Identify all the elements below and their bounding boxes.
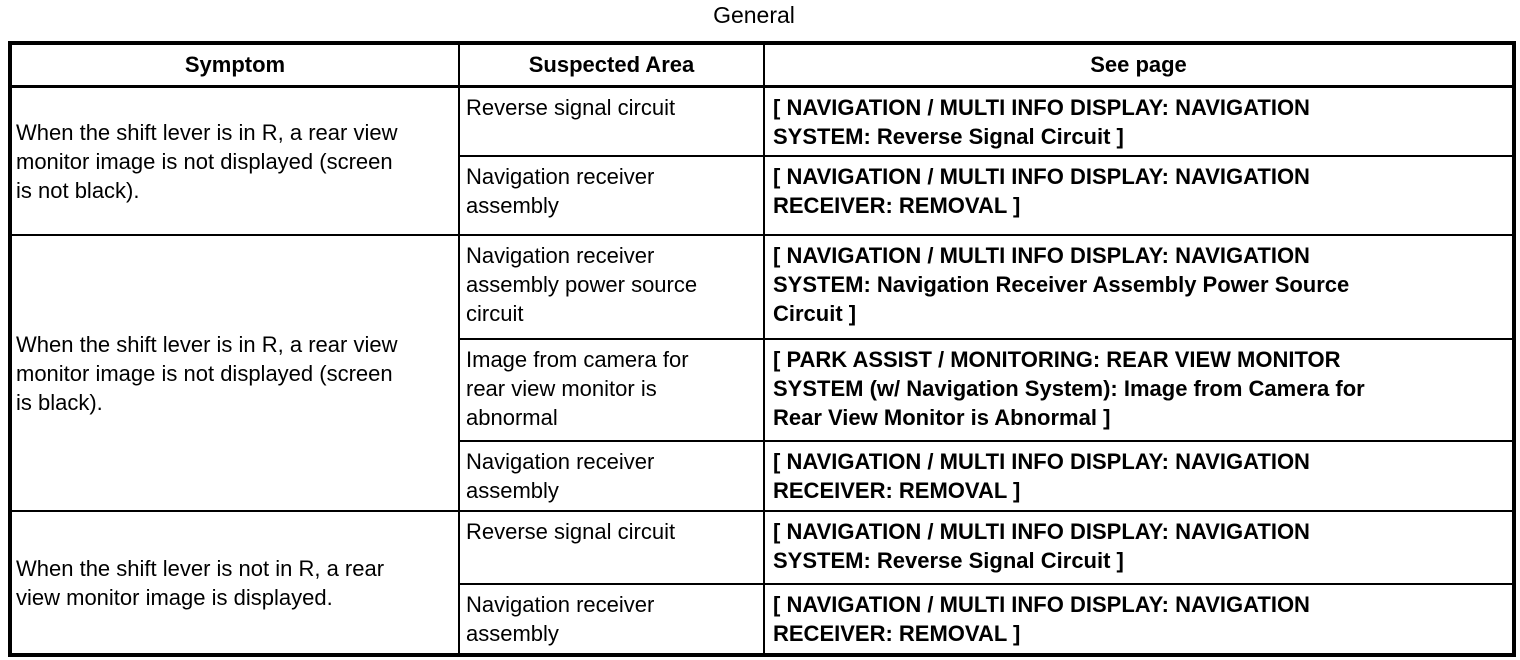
table-row: Image from camera for rear view monitor …	[10, 338, 1515, 442]
see-page-link[interactable]: [ NAVIGATION / MULTI INFO DISPLAY: NAVIG…	[763, 85, 1515, 157]
see-page-link[interactable]: [ PARK ASSIST / MONITORING: REAR VIEW MO…	[763, 338, 1515, 442]
see-page-link[interactable]: [ NAVIGATION / MULTI INFO DISPLAY: NAVIG…	[763, 510, 1515, 585]
table-row: When the shift lever is in R, a rear vie…	[9, 85, 1515, 236]
suspected-area-cell: Navigation receiver assembly	[458, 155, 765, 236]
symptom-cell: When the shift lever is in R, a rear vie…	[9, 85, 460, 236]
table-row: When the shift lever is in R, a rear vie…	[9, 234, 1515, 512]
page-title: General	[713, 2, 795, 28]
column-header-symptom: Symptom	[9, 42, 460, 88]
suspected-area-cell: Reverse signal circuit	[458, 85, 765, 157]
table-row: When the shift lever is not in R, a rear…	[9, 510, 1515, 656]
see-page-link[interactable]: [ NAVIGATION / MULTI INFO DISPLAY: NAVIG…	[763, 583, 1515, 656]
symptom-cell: When the shift lever is not in R, a rear…	[9, 510, 460, 656]
see-page-link[interactable]: [ NAVIGATION / MULTI INFO DISPLAY: NAVIG…	[763, 440, 1515, 512]
table-row: Navigation receiver assembly[ NAVIGATION…	[10, 583, 1515, 656]
suspected-area-cell: Navigation receiver assembly	[458, 440, 765, 512]
symptom-table: Symptom Suspected Area See page When the…	[8, 41, 1516, 657]
symptom-cell: When the shift lever is in R, a rear vie…	[9, 234, 460, 512]
column-header-see-page: See page	[763, 42, 1515, 88]
suspected-area-cell: Image from camera for rear view monitor …	[458, 338, 765, 442]
table-header-row: Symptom Suspected Area See page	[9, 42, 1515, 88]
table-row: Navigation receiver assembly[ NAVIGATION…	[10, 440, 1515, 512]
suspected-area-cell: Reverse signal circuit	[458, 510, 765, 585]
table-row: Navigation receiver assembly[ NAVIGATION…	[10, 155, 1515, 236]
suspected-area-cell: Navigation receiver assembly	[458, 583, 765, 656]
column-header-suspected-area: Suspected Area	[458, 42, 765, 88]
see-page-link[interactable]: [ NAVIGATION / MULTI INFO DISPLAY: NAVIG…	[763, 234, 1515, 340]
see-page-link[interactable]: [ NAVIGATION / MULTI INFO DISPLAY: NAVIG…	[763, 155, 1515, 236]
suspected-area-cell: Navigation receiver assembly power sourc…	[458, 234, 765, 340]
